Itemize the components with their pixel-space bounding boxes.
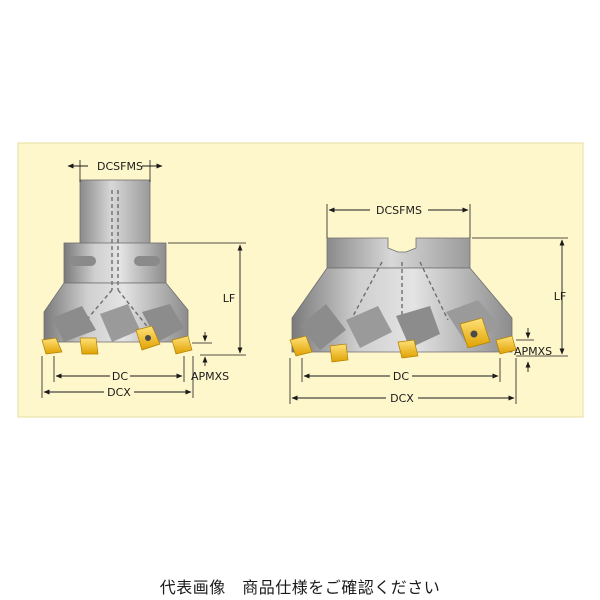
right-lf-label: LF [554,290,566,303]
right-chip-pocket [396,306,440,348]
left-coolant-channel [77,190,151,331]
right-chip-pocket [300,304,346,350]
right-dcx-label: DCX [390,392,414,405]
left-dcsfms-label: DCSFMS [97,160,143,173]
right-cutter: DCSFMS LF APMXS DC DCX [289,204,568,405]
right-apmxs-label: APMXS [514,345,552,358]
left-keyway [134,256,160,266]
left-chip-pocket [100,304,140,342]
caption: 代表画像 商品仕様をご確認ください [159,578,441,597]
left-shank [79,179,151,245]
right-chip-pocket [346,306,392,348]
right-insert-screw [470,330,478,338]
right-dcsfms-label: DCSFMS [376,204,422,217]
left-insert [171,335,193,355]
left-chip-pocket [52,306,96,342]
left-apmxs-label: APMXS [191,370,229,383]
right-insert [495,335,517,355]
right-insert [329,343,349,363]
left-keyway [70,256,96,266]
left-insert [41,337,63,355]
left-cutter: DCSFMS LF APMXS DC DCX [41,160,246,399]
left-lf-label: LF [223,292,235,305]
right-dc-label: DC [393,370,409,383]
right-insert [397,339,419,359]
left-dcx-label: DCX [107,386,131,399]
left-chip-pocket [142,304,184,342]
left-dc-label: DC [112,370,128,383]
left-insert [79,337,99,355]
right-insert [289,335,313,357]
right-coolant-channel [351,261,449,322]
left-insert-screw [145,335,151,341]
right-head [291,267,513,353]
